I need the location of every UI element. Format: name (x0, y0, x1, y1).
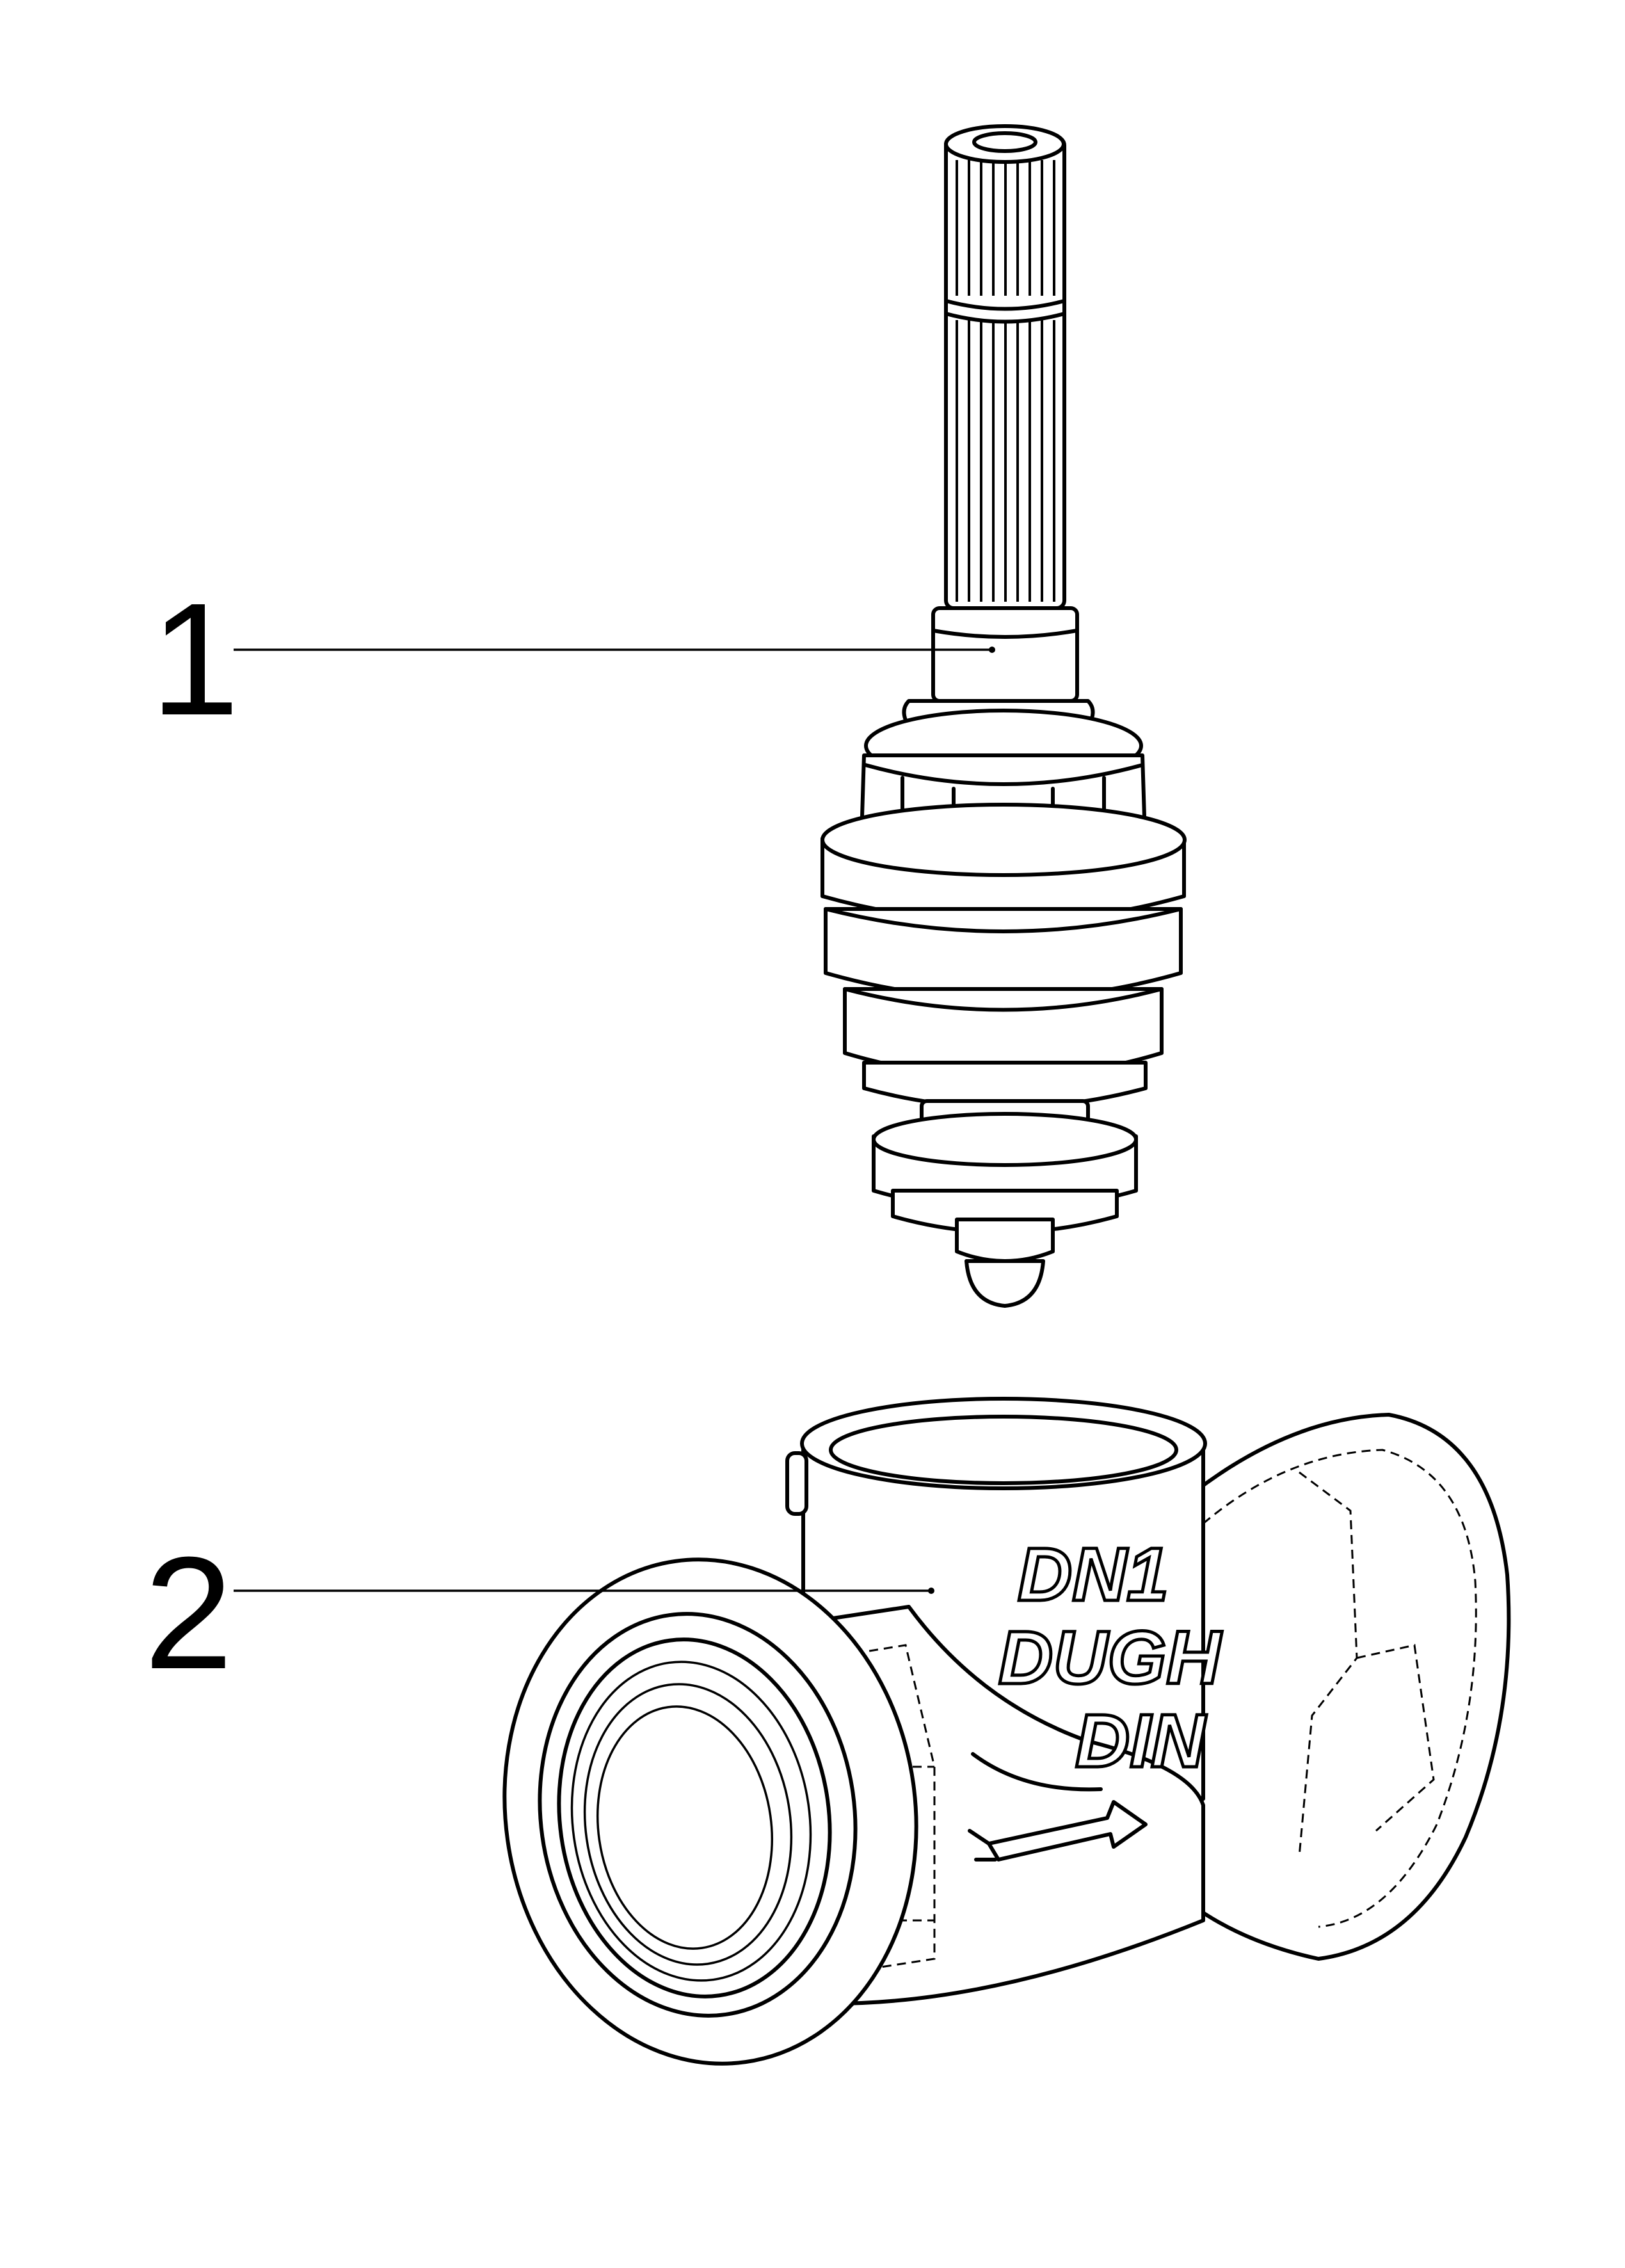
stem-collar (931, 606, 1079, 703)
seal-washer (872, 1112, 1138, 1234)
right-branch (1169, 1413, 1511, 1961)
tee-fitting: DN1 DUGH DIN (502, 1397, 1511, 2066)
valve-cartridge (821, 124, 1187, 1308)
flow-arrow-marking (968, 1800, 1148, 1862)
callout-number-2: 2 (144, 1524, 234, 1702)
cartridge-body (821, 803, 1187, 1109)
embossed-marking: DN1 DUGH DIN (997, 1531, 1224, 1785)
callout-number-1: 1 (150, 570, 240, 748)
splined-stem (944, 124, 1066, 610)
embossed-line-3: DIN (1075, 1699, 1207, 1783)
embossed-line-2: DUGH (998, 1616, 1222, 1700)
front-threaded-opening (502, 1557, 918, 2066)
leader-dot-1 (989, 647, 995, 653)
leader-dot-2 (928, 1588, 934, 1594)
dome-cap (965, 1259, 1045, 1308)
embossed-line-1: DN1 (1018, 1532, 1169, 1617)
bottom-nut (955, 1218, 1055, 1263)
